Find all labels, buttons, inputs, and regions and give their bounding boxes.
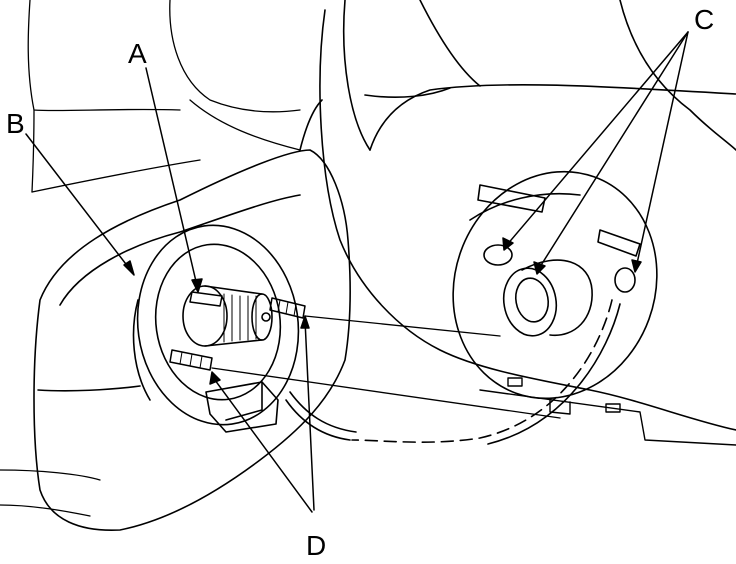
leader-a — [145, 67, 203, 293]
leader-c — [502, 31, 689, 275]
callout-b: B — [6, 108, 25, 139]
callout-a: A — [128, 38, 147, 69]
leader-b — [25, 133, 135, 276]
callout-d: D — [306, 530, 327, 561]
pin-d-lower — [169, 349, 213, 371]
cable — [351, 299, 621, 445]
pin-a — [189, 291, 223, 307]
pin-d-upper — [269, 297, 306, 319]
leader-d — [209, 315, 315, 513]
connector-block — [205, 381, 357, 441]
wheel-lower-rim — [479, 377, 736, 446]
hub-center-sleeve — [502, 259, 593, 337]
clock-spring-housing — [132, 224, 300, 426]
steering-shroud — [33, 99, 351, 531]
dashboard-outline — [0, 0, 301, 517]
steering-wheel-back — [319, 0, 736, 431]
alignment-lines — [211, 315, 561, 419]
steering-shaft — [182, 285, 273, 347]
wheel-hub — [452, 170, 658, 400]
callout-c: C — [694, 4, 715, 35]
